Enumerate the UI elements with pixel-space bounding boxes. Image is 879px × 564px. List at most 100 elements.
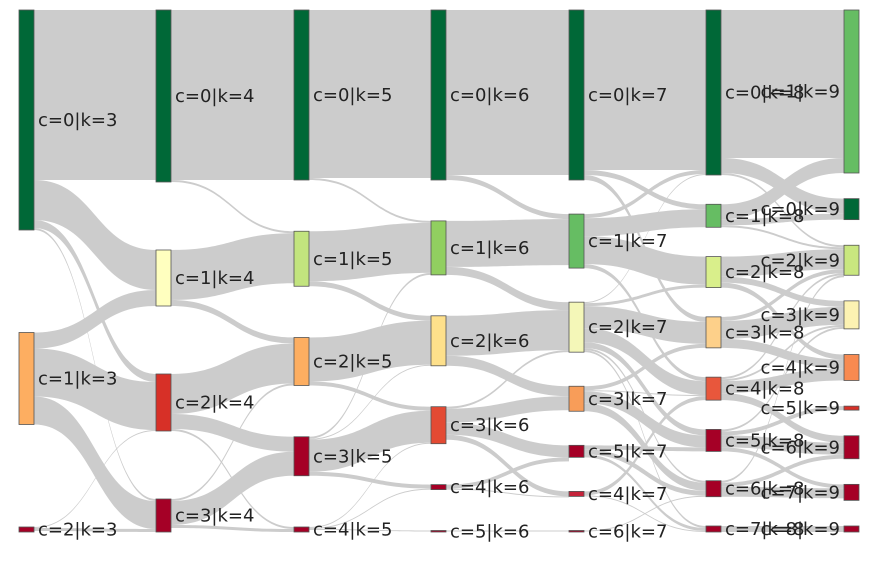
link-c=3|k=4-to-c=4|k=5 [171,525,294,532]
label-c=0|k=4: c=0|k=4 [175,86,254,107]
link-c=3|k=7-to-c=4|k=8 [584,390,706,397]
link-c=2|k=7-to-c=0|k=8 [584,174,706,304]
link-c=0|k=5-to-c=0|k=6 [309,10,431,178]
node-c=1|k=5 [293,230,310,287]
link-c=2|k=7-to-c=4|k=8 [584,328,706,396]
label-c=2|k=5: c=2|k=5 [313,352,392,373]
node-c=5|k=6 [430,530,447,533]
link-c=4|k=8-to-c=3|k=9 [721,324,844,382]
link-c=4|k=5-to-c=3|k=6 [309,442,431,528]
sankey-links [34,10,844,532]
node-c=2|k=4 [155,373,172,432]
label-c=2|k=7: c=2|k=7 [588,317,667,338]
label-c=0|k=7: c=0|k=7 [588,85,667,106]
node-c=1|k=9 [843,9,860,174]
link-c=1|k=3-to-c=2|k=4 [34,348,156,430]
link-c=1|k=6-to-c=1|k=7 [446,219,569,267]
node-c=5|k=9 [843,405,860,411]
node-c=6|k=7 [568,530,585,533]
node-c=3|k=7 [568,385,585,412]
link-c=1|k=8-to-c=2|k=9 [721,225,844,250]
node-c=4|k=9 [843,354,860,381]
link-c=2|k=7-to-c=2|k=8 [584,284,706,307]
link-c=0|k=7-to-c=1|k=8 [584,170,706,210]
node-c=3|k=9 [843,300,860,330]
link-c=4|k=6-to-c=4|k=7 [446,488,569,498]
link-c=0|k=3-to-c=0|k=4 [34,10,156,180]
link-c=0|k=6-to-c=1|k=7 [446,175,569,220]
link-c=2|k=7-to-c=7|k=8 [584,350,706,528]
link-c=4|k=7-to-c=4|k=8 [584,396,706,496]
node-c=1|k=6 [430,220,447,276]
node-c=3|k=8 [705,316,722,349]
link-c=3|k=6-to-c=4|k=7 [446,434,569,497]
node-c=5|k=7 [568,444,585,458]
node-c=7|k=8 [705,525,722,533]
node-c=2|k=7 [568,301,585,353]
link-c=1|k=7-to-c=2|k=8 [584,236,706,285]
link-c=4|k=6-to-c=5|k=7 [446,457,569,489]
node-c=3|k=4 [155,498,172,533]
link-c=6|k=8-to-c=7|k=9 [721,486,844,499]
label-c=2|k=3: c=2|k=3 [38,520,117,541]
link-c=1|k=5-to-c=1|k=6 [309,222,431,282]
label-c=3|k=9: c=3|k=9 [761,305,840,326]
label-c=0|k=9: c=0|k=9 [761,199,840,220]
label-c=2|k=9: c=2|k=9 [761,250,840,271]
label-c=3|k=4: c=3|k=4 [175,506,254,527]
node-c=8|k=9 [843,525,860,533]
link-c=3|k=4-to-c=2|k=5 [171,383,294,501]
node-c=1|k=8 [705,203,722,228]
label-c=0|k=3: c=0|k=3 [38,110,117,131]
link-c=0|k=3-to-c=3|k=4 [34,228,156,501]
link-c=0|k=7-to-c=0|k=8 [584,10,706,170]
node-c=5|k=8 [705,429,722,452]
link-c=3|k=4-to-c=3|k=5 [171,451,294,525]
link-c=6|k=8-to-c=6|k=9 [721,454,844,487]
label-c=5|k=8: c=5|k=8 [725,430,804,451]
link-c=2|k=8-to-c=3|k=9 [721,276,844,307]
link-c=5|k=8-to-c=5|k=9 [721,406,844,436]
label-c=1|k=7: c=1|k=7 [588,231,667,252]
label-c=4|k=7: c=4|k=7 [588,484,667,505]
label-c=4|k=6: c=4|k=6 [450,477,529,498]
link-c=3|k=5-to-c=4|k=6 [309,471,431,489]
link-c=4|k=8-to-c=4|k=9 [721,368,844,394]
node-c=3|k=6 [430,406,447,445]
node-c=1|k=7 [568,213,585,269]
link-c=0|k=6-to-c=0|k=7 [446,10,569,175]
label-c=5|k=7: c=5|k=7 [588,441,667,462]
link-c=0|k=5-to-c=1|k=6 [309,178,431,223]
sankey-labels: c=0|k=3c=1|k=3c=2|k=3c=0|k=4c=1|k=4c=2|k… [38,82,840,543]
link-c=5|k=7-to-c=7|k=8 [584,454,706,531]
node-c=0|k=4 [155,9,172,183]
link-c=2|k=6-to-c=2|k=7 [446,310,569,356]
node-c=4|k=5 [293,526,310,533]
link-c=5|k=8-to-c=6|k=9 [721,435,844,455]
node-c=0|k=8 [705,9,722,176]
link-c=5|k=6-to-c=6|k=7 [446,530,569,532]
link-c=6|k=8-to-c=2|k=9 [721,275,844,483]
link-c=1|k=5-to-c=2|k=6 [309,281,431,321]
link-c=3|k=7-to-c=3|k=8 [584,343,706,391]
label-c=0|k=6: c=0|k=6 [450,85,529,106]
link-c=2|k=5-to-c=2|k=6 [309,320,431,382]
link-c=5|k=8-to-c=7|k=9 [721,447,844,489]
link-c=5|k=7-to-c=6|k=8 [584,449,706,496]
link-c=3|k=5-to-c=1|k=6 [309,272,431,439]
label-c=1|k=4: c=1|k=4 [175,268,254,289]
link-c=0|k=3-to-c=1|k=4 [34,180,156,290]
link-c=3|k=5-to-c=3|k=6 [309,410,431,472]
link-c=4|k=8-to-c=2|k=9 [721,273,844,380]
link-c=2|k=7-to-c=3|k=8 [584,306,706,344]
node-c=2|k=6 [430,315,447,367]
node-c=2|k=3 [18,526,35,533]
label-c=1|k=9: c=1|k=9 [761,82,840,103]
link-c=0|k=8-to-c=2|k=9 [721,173,844,248]
link-c=4|k=5-to-c=4|k=6 [309,488,431,529]
label-c=5|k=6: c=5|k=6 [450,521,529,542]
link-c=2|k=7-to-c=5|k=8 [584,342,706,436]
label-c=6|k=8: c=6|k=8 [725,479,804,500]
link-c=2|k=3-to-c=2|k=4 [34,430,156,528]
